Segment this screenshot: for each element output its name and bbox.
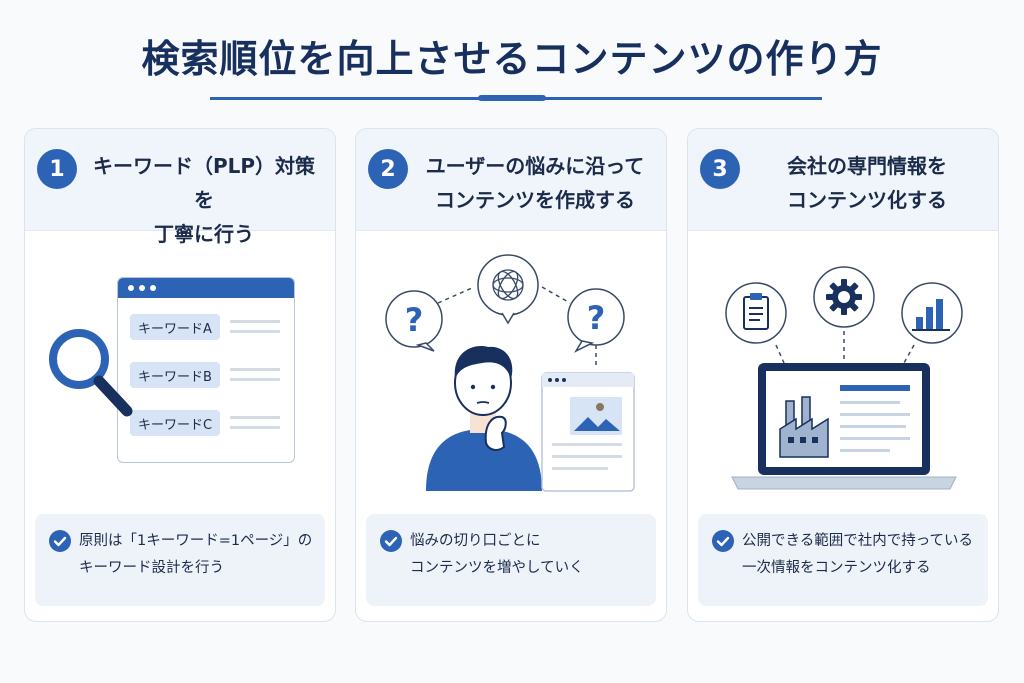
card-user-concerns: 2 ユーザーの悩みに沿って コンテンツを作成する ? xyxy=(355,128,667,622)
card-heading-line2: コンテンツを作成する xyxy=(435,188,635,212)
thinking-bubble-icon xyxy=(477,254,539,325)
card-heading-line2: 丁寧に行う xyxy=(154,222,254,246)
check-icon xyxy=(380,530,402,552)
card-heading-line1: キーワード（PLP）対策を xyxy=(92,154,316,212)
svg-text:?: ? xyxy=(405,301,424,339)
thinking-person-icon xyxy=(426,346,542,491)
step-number-badge: 3 xyxy=(700,149,740,189)
note-line2: キーワード設計を行う xyxy=(79,560,224,576)
card-heading: 会社の専門情報を コンテンツ化する xyxy=(746,149,988,217)
note-line1: 原則は「1キーワード=1ページ」の xyxy=(79,533,313,549)
step-number-badge: 2 xyxy=(368,149,408,189)
keyword-tag: キーワードC xyxy=(130,410,220,436)
question-bubble-icon: ? xyxy=(567,288,625,353)
note-line1: 公開できる範囲で社内で持っている xyxy=(742,533,973,549)
note-line1: 悩みの切り口ごとに xyxy=(410,533,541,549)
card-header: 1 キーワード（PLP）対策を 丁寧に行う xyxy=(25,129,335,246)
laptop-icon xyxy=(731,363,957,490)
note-line2: 一次情報をコンテンツ化する xyxy=(742,560,931,576)
card-note: 原則は「1キーワード=1ページ」の キーワード設計を行う xyxy=(35,514,325,606)
question-bubble-icon: ? xyxy=(385,290,443,352)
keyword-tag: キーワードB xyxy=(130,362,220,388)
card-header: 3 会社の専門情報を コンテンツ化する xyxy=(688,129,998,231)
note-text: 悩みの切り口ごとに コンテンツを増やしていく xyxy=(410,528,648,582)
check-icon xyxy=(49,530,71,552)
card-company-expertise: 3 会社の専門情報を コンテンツ化する xyxy=(687,128,999,622)
card-heading: キーワード（PLP）対策を 丁寧に行う xyxy=(83,149,325,251)
browser-window-icon: キーワードA キーワードB キーワードC xyxy=(117,277,295,463)
step-number-badge: 1 xyxy=(37,149,77,189)
gear-icon xyxy=(813,266,875,328)
thinking-scene: ? ? xyxy=(385,254,635,492)
check-icon xyxy=(712,530,734,552)
web-page-icon xyxy=(541,372,635,492)
laptop-scene xyxy=(725,266,963,490)
card-note: 公開できる範囲で社内で持っている 一次情報をコンテンツ化する xyxy=(698,514,988,606)
card-heading-line1: 会社の専門情報を xyxy=(787,154,947,178)
svg-text:?: ? xyxy=(587,299,606,337)
company-info-illustration xyxy=(688,233,998,509)
page-title: 検索順位を向上させるコンテンツの作り方 xyxy=(141,37,883,81)
card-header: 2 ユーザーの悩みに沿って コンテンツを作成する xyxy=(356,129,666,231)
title-underline-accent xyxy=(478,95,546,101)
note-text: 原則は「1キーワード=1ページ」の キーワード設計を行う xyxy=(79,528,317,582)
card-heading-line1: ユーザーの悩みに沿って xyxy=(425,154,645,178)
keyword-illustration: キーワードA キーワードB キーワードC xyxy=(25,233,335,509)
note-line2: コンテンツを増やしていく xyxy=(410,560,584,576)
card-heading-line2: コンテンツ化する xyxy=(787,188,947,212)
clipboard-icon xyxy=(725,282,787,344)
note-text: 公開できる範囲で社内で持っている 一次情報をコンテンツ化する xyxy=(742,528,980,582)
card-heading: ユーザーの悩みに沿って コンテンツを作成する xyxy=(414,149,656,217)
keyword-tag: キーワードA xyxy=(130,314,220,340)
magnifier-icon xyxy=(49,329,133,417)
card-note: 悩みの切り口ごとに コンテンツを増やしていく xyxy=(366,514,656,606)
card-keyword-strategy: 1 キーワード（PLP）対策を 丁寧に行う キーワードA キーワードB キーワー… xyxy=(24,128,336,622)
user-concern-illustration: ? ? xyxy=(356,233,666,509)
factory-icon xyxy=(779,396,829,458)
bar-chart-icon xyxy=(901,282,963,344)
